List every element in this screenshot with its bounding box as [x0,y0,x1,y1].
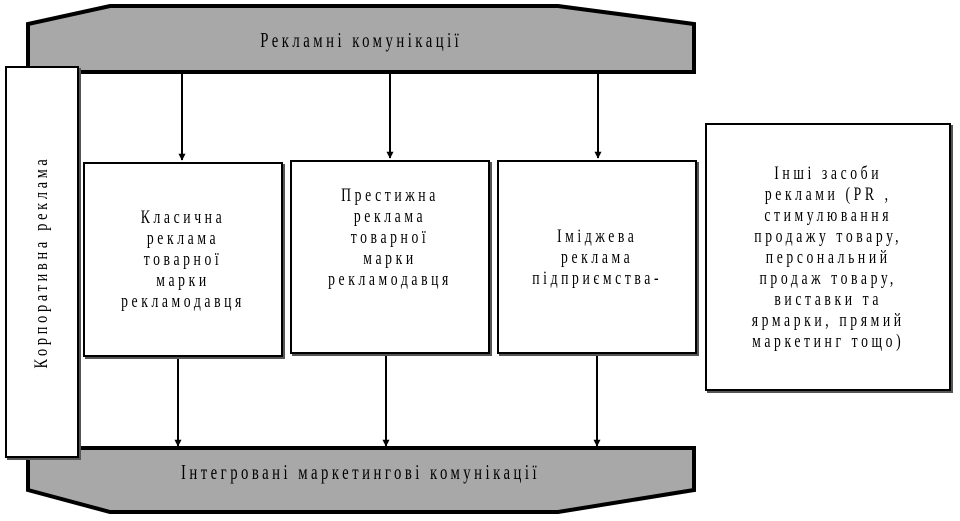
side-box-label: Корпоративна реклама [31,155,52,369]
top-band-shape [26,4,696,74]
top-band: Рекламні комунікації [28,28,694,53]
top-band-label: Рекламні комунікації [260,28,462,52]
box-prestige-advertising: Престижна реклама товарної марки рекламо… [290,160,490,354]
bottom-band-shape [26,446,696,514]
side-box-corporate-advertising: Корпоративна реклама [5,66,79,458]
box-other-means: Інші засоби реклами (PR , стимулювання п… [705,123,951,391]
box-label: Інші засоби реклами (PR , стимулювання п… [751,162,905,352]
box-label: Іміджева реклама підприємства- [532,225,662,289]
box-label: Класична реклама товарної марки рекламод… [121,207,245,312]
bottom-band-label: Інтегровані маркетингові комунікації [181,460,541,484]
box-image-advertising: Іміджева реклама підприємства- [497,160,697,354]
box-classic-advertising: Класична реклама товарної марки рекламод… [83,162,283,357]
bottom-band: Інтегровані маркетингові комунікації [28,460,694,485]
box-label: Престижна реклама товарної марки рекламо… [328,184,452,290]
